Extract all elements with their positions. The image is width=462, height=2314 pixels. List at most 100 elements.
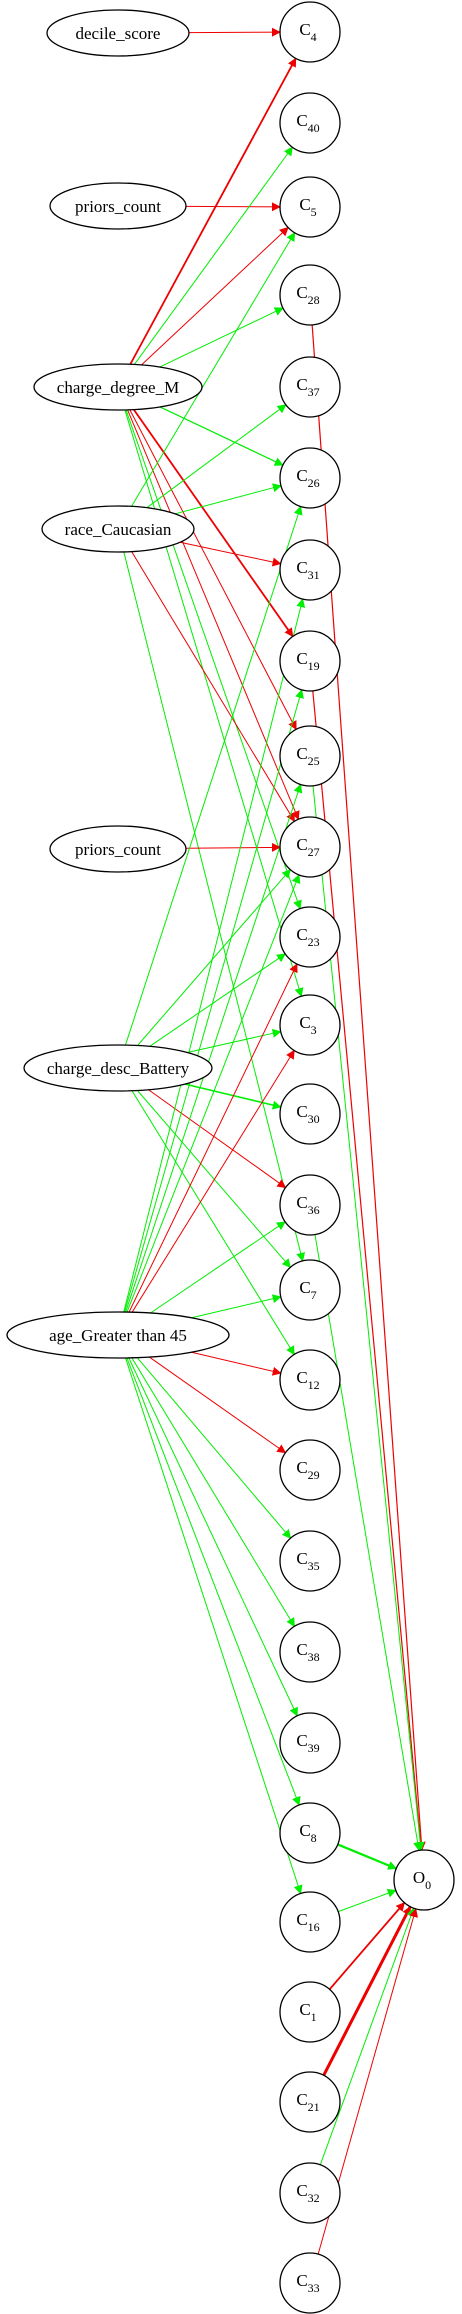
edge-in_battery-to-c36 xyxy=(148,1089,287,1189)
input-node-label: race_Caucasian xyxy=(65,520,172,539)
hidden-node-label-subscript: 21 xyxy=(308,2100,320,2114)
hidden-node-label-subscript: 40 xyxy=(308,121,320,135)
edge-in_race-to-c37 xyxy=(146,404,287,509)
hidden-node-label-base: C xyxy=(296,1549,307,1568)
hidden-node-label-base: C xyxy=(296,1368,307,1387)
hidden-node-shape xyxy=(279,816,341,878)
edge-in_race-to-c27 xyxy=(131,551,295,823)
hidden-node-label: C33 xyxy=(296,2271,319,2295)
edge-in_charge_m-to-c28 xyxy=(159,307,284,368)
input-node-shape xyxy=(41,505,195,553)
hidden-node-c35: C35 xyxy=(279,1530,341,1592)
hidden-node-label: C3 xyxy=(299,1013,316,1037)
hidden-node-shape xyxy=(279,356,341,418)
hidden-node-label-subscript: 31 xyxy=(308,568,320,582)
hidden-node-label: C29 xyxy=(296,1458,319,1482)
hidden-node-c30: C30 xyxy=(279,1083,341,1145)
input-node-label: priors_count xyxy=(75,840,161,859)
edge-c19-to-o0 xyxy=(312,690,425,1852)
hidden-node-label-subscript: 39 xyxy=(308,1741,320,1755)
hidden-node-label-base: C xyxy=(296,835,307,854)
input-node-shape xyxy=(23,1044,213,1092)
hidden-node-label: C38 xyxy=(296,1640,319,1664)
hidden-node-label-subscript: 25 xyxy=(308,754,320,768)
edge-in_charge_m-to-c23 xyxy=(125,409,302,910)
hidden-node-label-base: C xyxy=(299,1278,310,1297)
hidden-node-label: C5 xyxy=(299,195,316,219)
hidden-node-c40: C40 xyxy=(279,92,341,154)
hidden-node-c39: C39 xyxy=(279,1712,341,1774)
hidden-node-shape xyxy=(279,1439,341,1501)
hidden-node-label-base: C xyxy=(296,283,307,302)
hidden-node-shape xyxy=(279,1712,341,1774)
input-node-in_priors2: priors_count xyxy=(49,825,187,873)
edge-in_age-to-c31 xyxy=(123,598,306,1313)
hidden-node-label: C8 xyxy=(299,1821,316,1845)
hidden-node-c1: C1 xyxy=(279,1981,341,2043)
hidden-node-c5: C5 xyxy=(279,176,341,238)
edge-in_age-to-c19 xyxy=(124,688,304,1313)
hidden-node-label: C35 xyxy=(296,1549,319,1573)
hidden-node-label-base: C xyxy=(296,1193,307,1212)
hidden-node-shape xyxy=(279,539,341,601)
hidden-node-shape xyxy=(279,630,341,692)
hidden-node-c28: C28 xyxy=(279,264,341,326)
hidden-node-label-subscript: 32 xyxy=(308,2191,320,2205)
hidden-node-label-subscript: 33 xyxy=(308,2281,320,2295)
hidden-node-label-base: C xyxy=(299,1821,310,1840)
hidden-node-label-subscript: 1 xyxy=(311,2010,317,2024)
hidden-node-label-base: C xyxy=(299,2000,310,2019)
output-node-label-subscript: 0 xyxy=(425,1878,431,1892)
hidden-node-shape xyxy=(279,906,341,968)
edge-in_charge_m-to-c3 xyxy=(124,409,304,998)
edge-in_battery-to-c12 xyxy=(131,1090,295,1356)
hidden-node-label-subscript: 30 xyxy=(308,1112,320,1126)
hidden-node-label: C4 xyxy=(299,20,316,44)
hidden-node-c26: C26 xyxy=(279,447,341,509)
nodes: decile_scorepriors_countcharge_degree_Mr… xyxy=(6,1,455,2314)
hidden-node-shape xyxy=(279,1891,341,1953)
hidden-node-c27: C27 xyxy=(279,816,341,878)
hidden-node-label-base: C xyxy=(296,375,307,394)
hidden-node-c32: C32 xyxy=(279,2162,341,2224)
edge-c21-to-o0 xyxy=(322,1905,412,2076)
hidden-node-label-subscript: 36 xyxy=(308,1203,320,1217)
hidden-node-label: C36 xyxy=(296,1193,319,1217)
edge-in_race-to-c7 xyxy=(123,551,306,1262)
hidden-node-c19: C19 xyxy=(279,630,341,692)
hidden-node-label-base: C xyxy=(296,1731,307,1750)
edge-in_race-to-c5 xyxy=(131,231,296,507)
hidden-node-label-subscript: 3 xyxy=(311,1023,317,1037)
hidden-node-c4: C4 xyxy=(279,1,341,63)
hidden-node-c16: C16 xyxy=(279,1891,341,1953)
edge-in_charge_m-to-c26 xyxy=(159,406,284,466)
hidden-node-c37: C37 xyxy=(279,356,341,418)
input-node-in_battery: charge_desc_Battery xyxy=(23,1044,213,1092)
edge-in_age-to-c12 xyxy=(191,1351,282,1376)
hidden-node-label: C7 xyxy=(299,1278,316,1302)
edge-in_age-to-c3 xyxy=(131,1049,295,1313)
hidden-node-label: C31 xyxy=(296,558,319,582)
hidden-node-label: C32 xyxy=(296,2181,319,2205)
hidden-node-shape xyxy=(279,1174,341,1236)
hidden-node-label-subscript: 28 xyxy=(308,293,320,307)
output-node-label: O0 xyxy=(413,1868,431,1892)
input-node-shape xyxy=(49,825,187,873)
hidden-node-label: C1 xyxy=(299,2000,316,2024)
edge-c25-to-o0 xyxy=(312,785,425,1852)
hidden-node-c7: C7 xyxy=(279,1259,341,1321)
input-node-shape xyxy=(46,9,190,57)
hidden-node-label-subscript: 7 xyxy=(311,1288,317,1302)
edge-in_charge_m-to-c5 xyxy=(141,226,289,366)
edge-c1-to-o0 xyxy=(328,1902,406,1990)
output-node-label-base: O xyxy=(413,1868,425,1887)
edge-in_charge_m-to-c27 xyxy=(127,409,300,821)
hidden-node-label-base: C xyxy=(296,2271,307,2290)
output-node-o0: O0 xyxy=(393,1849,455,1911)
hidden-node-shape xyxy=(279,2252,341,2314)
hidden-node-shape xyxy=(279,1530,341,1592)
hidden-node-shape xyxy=(279,2162,341,2224)
edge-in_age-to-c25 xyxy=(125,783,303,1313)
edge-in_charge_m-to-c25 xyxy=(129,409,297,731)
hidden-node-label: C40 xyxy=(296,111,319,135)
